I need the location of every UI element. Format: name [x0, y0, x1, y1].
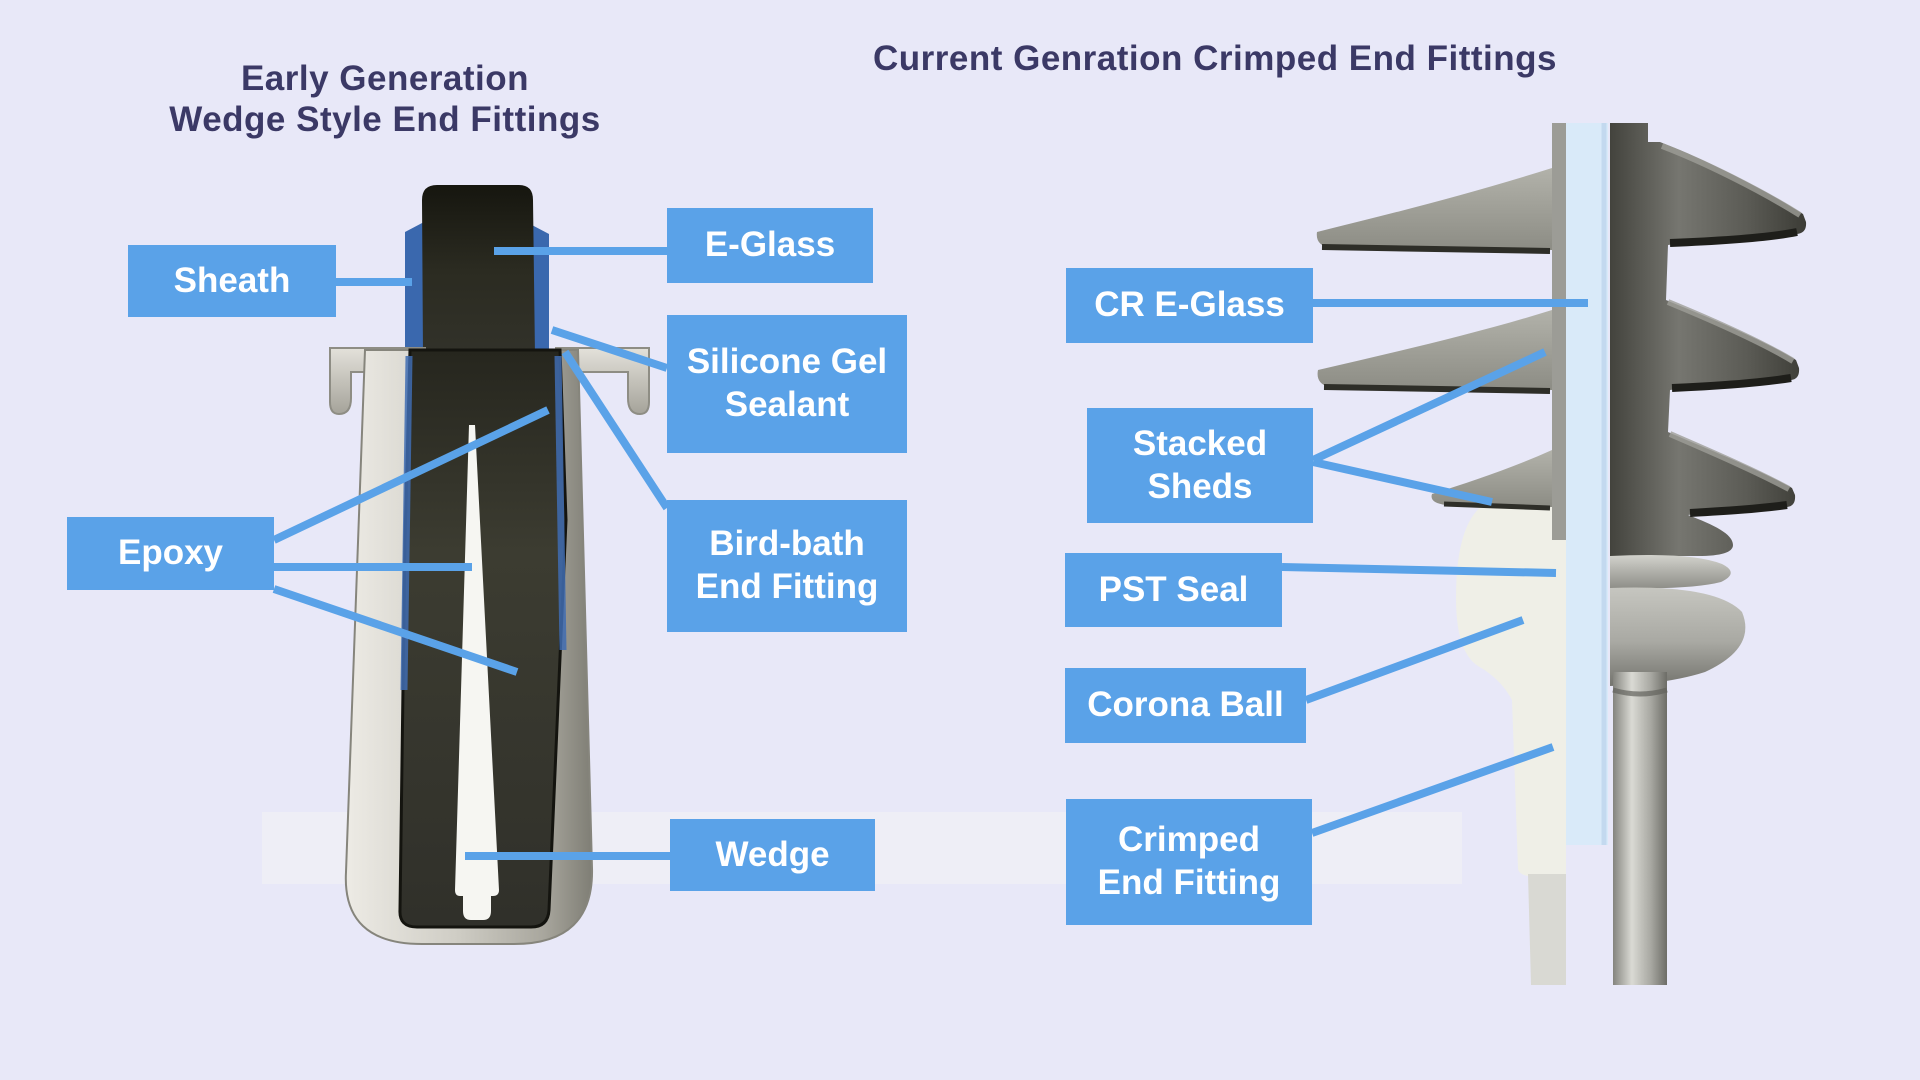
stacked-sheds-line-upper: [1311, 348, 1547, 464]
stacked-sheds-line-lower: [1312, 458, 1493, 506]
shed-2-top-highlight: [1666, 299, 1795, 364]
label-silicone-gel-sealant: Silicone Gel Sealant: [667, 315, 907, 453]
sheath-right-band: [530, 224, 549, 356]
label-cr-e-glass: CR E-Glass: [1066, 268, 1313, 343]
label-wedge: Wedge: [670, 819, 875, 891]
label-corona-ball: Corona Ball: [1065, 668, 1306, 743]
cutaway-sliver: [1552, 123, 1566, 540]
epoxy-line-c: [272, 585, 519, 676]
cylinder-neck-shadow: [1612, 687, 1668, 697]
rear-shed-blade-3-underside: [1443, 501, 1551, 511]
left-figure-title: Early Generation Wedge Style End Fitting…: [169, 59, 601, 140]
crimped-fitting-figure: [1316, 123, 1807, 985]
corona-ball-line: [1304, 616, 1525, 704]
sheath-inner-left-trace: [400, 355, 413, 691]
pst-seal-line: [1281, 563, 1557, 577]
rear-shed-blade-2-underside: [1323, 384, 1551, 394]
rear-shed-blade-1-underside: [1321, 244, 1551, 254]
label-sheath: Sheath: [128, 245, 336, 317]
shed-1-top-highlight: [1660, 143, 1802, 218]
label-e-glass: E-Glass: [667, 208, 873, 283]
label-bird-bath-end-fitting: Bird-bath End Fitting: [667, 500, 907, 632]
right-figure-title: Current Genration Crimped End Fittings: [872, 39, 1558, 78]
corona-ball-shape: [1610, 587, 1746, 686]
rear-cylinder-strip: [1528, 874, 1566, 985]
sheath-inner-right-trace: [554, 355, 567, 651]
wedge-insert: [455, 425, 499, 920]
rear-fitting-shape: [1456, 471, 1566, 877]
shed-3-underside-shadow: [1689, 501, 1788, 517]
crimped-end-fitting-line: [1310, 743, 1555, 837]
bird-bath-line: [561, 349, 671, 511]
silicone-line: [550, 326, 669, 372]
shed-3-top-highlight: [1668, 431, 1791, 492]
label-pst-seal: PST Seal: [1065, 553, 1282, 627]
label-epoxy: Epoxy: [67, 517, 274, 590]
sheath-left-band: [405, 222, 424, 356]
rear-shed-blade-1: [1316, 168, 1552, 251]
wedge-style-fitting-figure: [329, 185, 650, 945]
shed-2-underside-shadow: [1671, 374, 1792, 392]
silicone-housing: [1610, 123, 1807, 556]
crimped-cylinder: [1613, 672, 1667, 985]
pst-seal-ring: [1610, 555, 1731, 589]
annotation-lines: [272, 247, 1588, 860]
shed-1-underside-shadow: [1669, 228, 1798, 247]
epoxy-line-a: [272, 406, 550, 544]
e-glass-rod: [422, 185, 535, 356]
label-stacked-sheds: Stacked Sheds: [1087, 408, 1313, 523]
rear-shed-blade-2: [1317, 310, 1552, 391]
label-crimped-end-fitting: Crimped End Fitting: [1066, 799, 1312, 925]
